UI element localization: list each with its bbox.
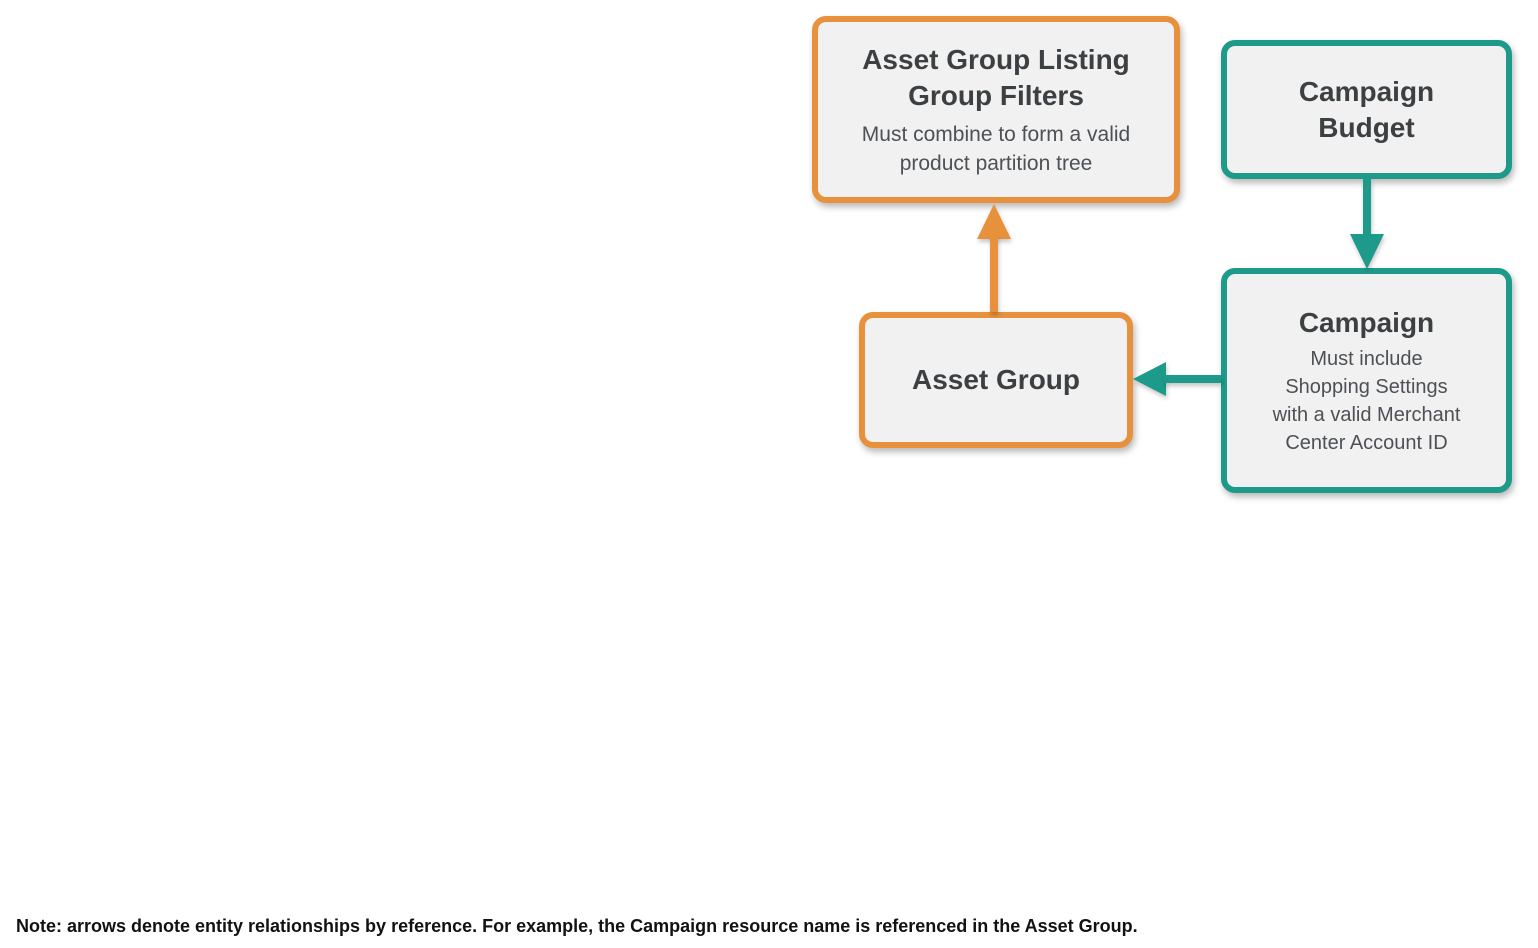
arrow-head-campaign-to-asset-group [1133, 362, 1166, 396]
node-title: Campaign [1299, 305, 1434, 341]
subtitle-line: Shopping Settings [1285, 375, 1448, 398]
node-campaign: Campaign Must include Shopping Settings … [1221, 268, 1512, 493]
title-line: Campaign [1298, 75, 1435, 107]
arrow-shaft-campaign-to-asset-group [1164, 375, 1221, 383]
node-title: Asset Group Listing Group Filters [862, 42, 1130, 114]
arrow-head-campaign-budget-to-campaign [1350, 234, 1384, 269]
arrow-shaft-asset-group-to-listing-filters [990, 236, 998, 312]
node-asset-group: Asset Group [859, 312, 1133, 448]
title-line: Budget [1318, 111, 1415, 143]
node-title: Asset Group [912, 362, 1080, 398]
arrow-head-asset-group-to-listing-filters [977, 204, 1011, 239]
arrow-shaft-campaign-budget-to-campaign [1363, 179, 1371, 237]
node-asset-group-listing-group-filters: Asset Group Listing Group Filters Must c… [812, 16, 1180, 203]
subtitle-line: Must include [1310, 347, 1423, 370]
node-campaign-budget: Campaign Budget [1221, 40, 1512, 179]
subtitle-line: product partition tree [899, 151, 1093, 175]
node-subtitle: Must include Shopping Settings with a va… [1273, 345, 1461, 457]
title-line: Asset Group [911, 364, 1081, 395]
subtitle-line: with a valid Merchant [1272, 403, 1461, 426]
title-line: Asset Group Listing [862, 43, 1130, 75]
footnote: Note: arrows denote entity relationships… [16, 916, 1138, 936]
subtitle-line: Must combine to form a valid [861, 122, 1131, 146]
node-title: Campaign Budget [1299, 74, 1434, 146]
title-line: Campaign [1298, 306, 1435, 338]
title-line: Group Filters [908, 79, 1084, 111]
subtitle-line: Center Account ID [1285, 431, 1448, 454]
node-subtitle: Must combine to form a valid product par… [862, 120, 1130, 178]
